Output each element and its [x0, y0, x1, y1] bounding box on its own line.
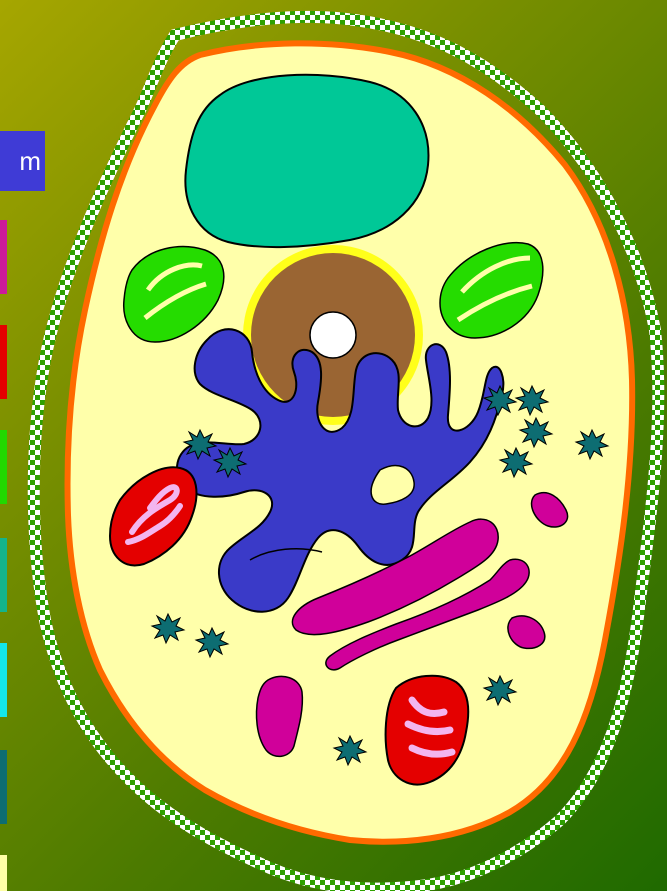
nucleolus	[310, 312, 356, 358]
central-vacuole	[185, 75, 428, 247]
